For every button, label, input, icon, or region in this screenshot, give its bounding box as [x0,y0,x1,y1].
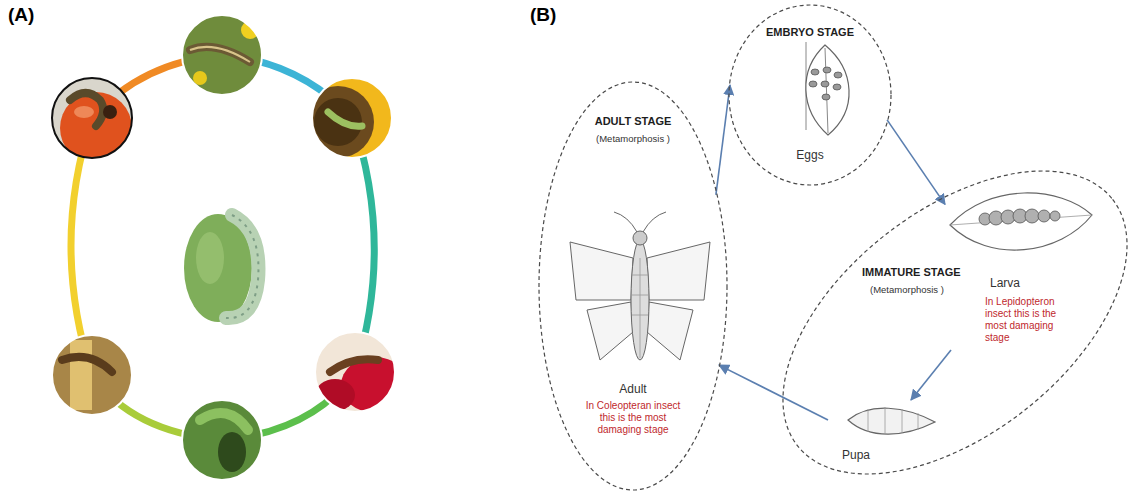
dashed-ellipse-outline [729,5,891,185]
flow-arrow [716,85,730,195]
stage-group: Larva In Lepidopteron insect this is the … [945,168,1095,350]
damage-note: In Coleopteran insect this is the most d… [577,400,689,436]
stage-note: (Metamorphosis ) [870,284,970,296]
stage-ellipse: IMMATURE STAGE (Metamorphosis ) Larva In Le… [785,160,1125,485]
flow-arrow [911,350,951,400]
flow-arrow [719,365,828,420]
panel-label: (A) [8,4,34,26]
stage-label: Adult [537,382,729,396]
dashed-ellipse [785,160,1125,485]
flow-arrow [887,120,945,204]
dashed-ellipse-outline [728,111,1131,497]
stage-heading: EMBRYO STAGE [728,26,892,39]
damage-note: In Lepidopteron insect this is the most … [985,296,1077,344]
stage-label: Eggs [728,148,892,162]
stage-ellipse: EMBRYO STAGE Eggs [728,4,892,186]
stage-label: Larva [990,276,1050,290]
stage-group: Pupa [828,400,940,472]
panel-label: (B) [530,4,556,26]
stage-note: (Metamorphosis ) [537,133,729,145]
stage-label: Pupa [842,448,892,462]
stage-ellipse: ADULT STAGE (Metamorphosis ) Adult In Coleo… [537,80,729,492]
stage-heading: ADULT STAGE [537,115,729,128]
stage-heading: IMMATURE STAGE [862,266,972,279]
